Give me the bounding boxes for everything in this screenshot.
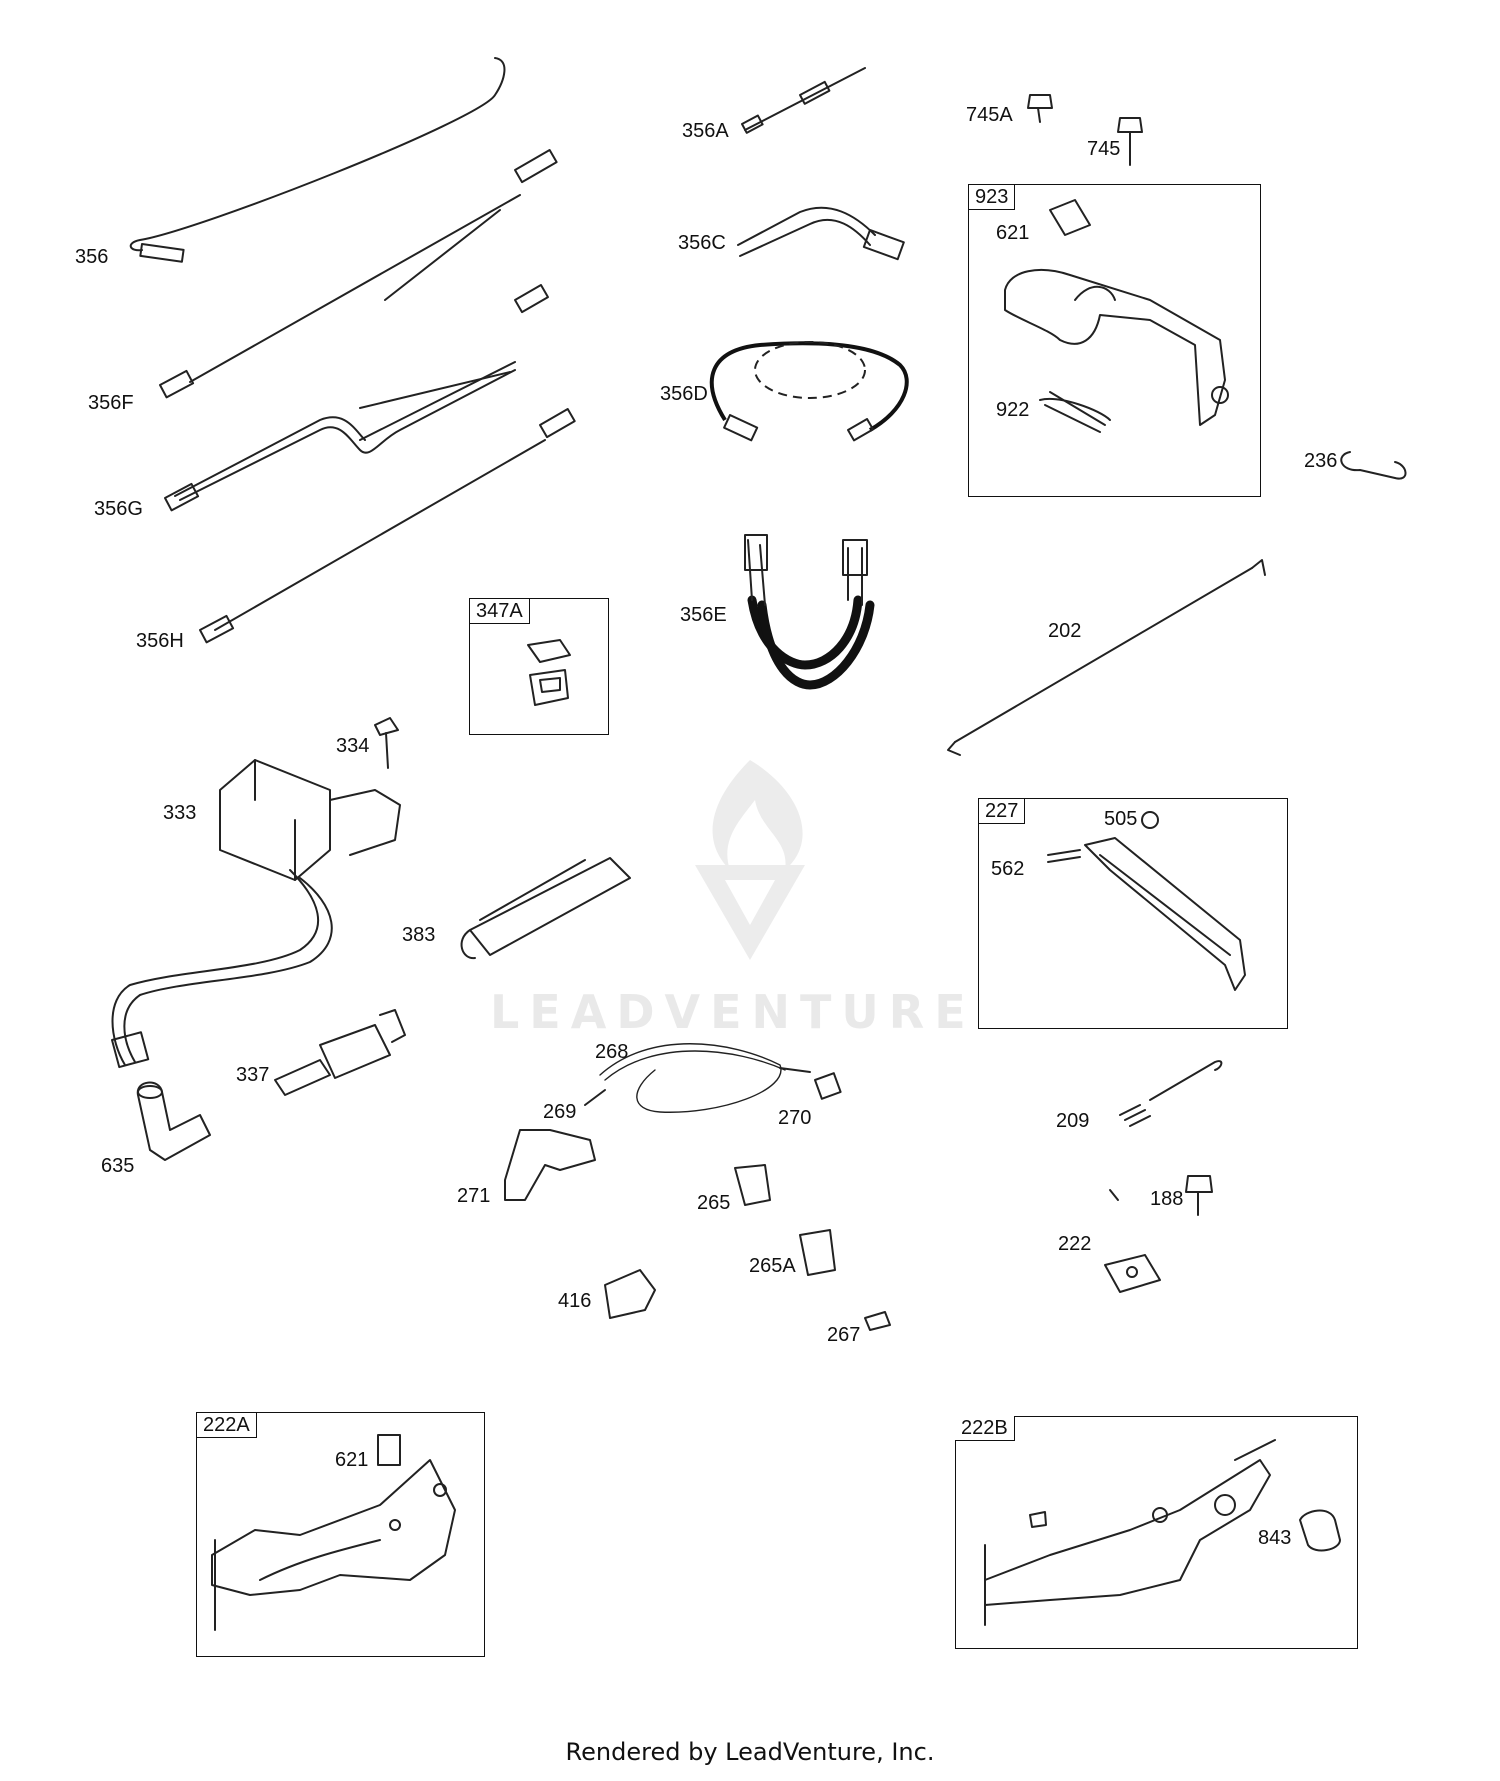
assembly-box-923: 923 [968, 184, 1261, 497]
label-188: 188 [1150, 1188, 1184, 1210]
label-236: 236 [1304, 450, 1338, 472]
label-356f: 356F [88, 392, 134, 414]
label-333: 333 [163, 802, 197, 824]
label-356c: 356C [678, 232, 726, 254]
label-843: 843 [1258, 1527, 1292, 1549]
assembly-label-227: 227 [978, 798, 1026, 824]
label-922: 922 [996, 399, 1030, 421]
part-745-bolt [1117, 117, 1143, 166]
label-271: 271 [457, 1185, 491, 1207]
part-923-assembly-drawing [1004, 199, 1229, 433]
label-269: 269 [543, 1101, 577, 1123]
label-356h: 356H [136, 630, 184, 652]
part-269-fitting [584, 1089, 606, 1106]
part-356a-wire [741, 67, 866, 134]
footer-credit: Rendered by LeadVenture, Inc. [565, 1738, 935, 1766]
assembly-label-222b: 222B [955, 1416, 1015, 1441]
assembly-box-222a: 222A [196, 1412, 485, 1657]
part-271-bracket [504, 1129, 596, 1201]
part-265a-clip [799, 1229, 836, 1276]
label-621-top: 621 [996, 222, 1030, 244]
part-222a-assembly-drawing [211, 1434, 456, 1631]
label-209: 209 [1056, 1110, 1090, 1132]
assembly-box-222b: 222B [955, 1416, 1358, 1649]
part-383-tool [460, 857, 631, 960]
label-265: 265 [697, 1192, 731, 1214]
part-236-clip [1340, 451, 1407, 480]
label-202: 202 [1048, 620, 1082, 642]
assembly-box-227: 227 [978, 798, 1288, 1029]
part-222b-assembly-drawing [984, 1439, 1341, 1626]
part-356d-wire [709, 341, 909, 442]
part-356g-wire [163, 284, 549, 512]
label-356a: 356A [682, 120, 729, 142]
part-202-rod [947, 559, 1266, 756]
label-745: 745 [1087, 138, 1121, 160]
part-265-clip [734, 1164, 771, 1206]
label-745a: 745A [966, 104, 1013, 126]
part-209-spring [1119, 1060, 1223, 1127]
watermark-text: LEADVENTURE [490, 985, 976, 1039]
part-227-assembly-drawing [1047, 811, 1246, 991]
part-337-spark-plug [274, 1009, 406, 1096]
label-505: 505 [1104, 808, 1138, 830]
label-562: 562 [991, 858, 1025, 880]
label-416: 416 [558, 1290, 592, 1312]
assembly-label-347a: 347A [469, 598, 530, 624]
watermark-logo [695, 760, 805, 960]
part-356f-wire [159, 148, 558, 399]
part-268-cable [599, 1043, 811, 1113]
label-337: 337 [236, 1064, 270, 1086]
part-270-nut [814, 1072, 842, 1100]
part-333-ignition-coil [111, 759, 401, 1069]
part-188-bolt [1109, 1175, 1213, 1216]
label-383: 383 [402, 924, 436, 946]
part-745a-bolt [1027, 94, 1053, 123]
part-334-screw [374, 717, 399, 769]
part-356h-wire [199, 408, 576, 644]
part-222-nut-plate [1104, 1254, 1161, 1293]
part-356-wire [129, 57, 506, 263]
part-347a-switch [527, 639, 571, 706]
part-267-screw [864, 1311, 891, 1331]
label-621-222a: 621 [335, 1449, 369, 1471]
assembly-label-923: 923 [968, 184, 1016, 210]
part-356c-wire [737, 206, 905, 261]
part-416-bracket [604, 1269, 656, 1319]
label-356e: 356E [680, 604, 727, 626]
label-635: 635 [101, 1155, 135, 1177]
label-270: 270 [778, 1107, 812, 1129]
part-635-boot [136, 1081, 211, 1161]
assembly-box-347a: 347A [469, 598, 609, 735]
label-267: 267 [827, 1324, 861, 1346]
label-265a: 265A [749, 1255, 796, 1277]
assembly-label-222a: 222A [196, 1412, 257, 1438]
label-356: 356 [75, 246, 109, 268]
label-356d: 356D [660, 383, 708, 405]
label-268: 268 [595, 1041, 629, 1063]
label-356g: 356G [94, 498, 143, 520]
part-356e-cable [744, 534, 875, 690]
label-222: 222 [1058, 1233, 1092, 1255]
label-334: 334 [336, 735, 370, 757]
